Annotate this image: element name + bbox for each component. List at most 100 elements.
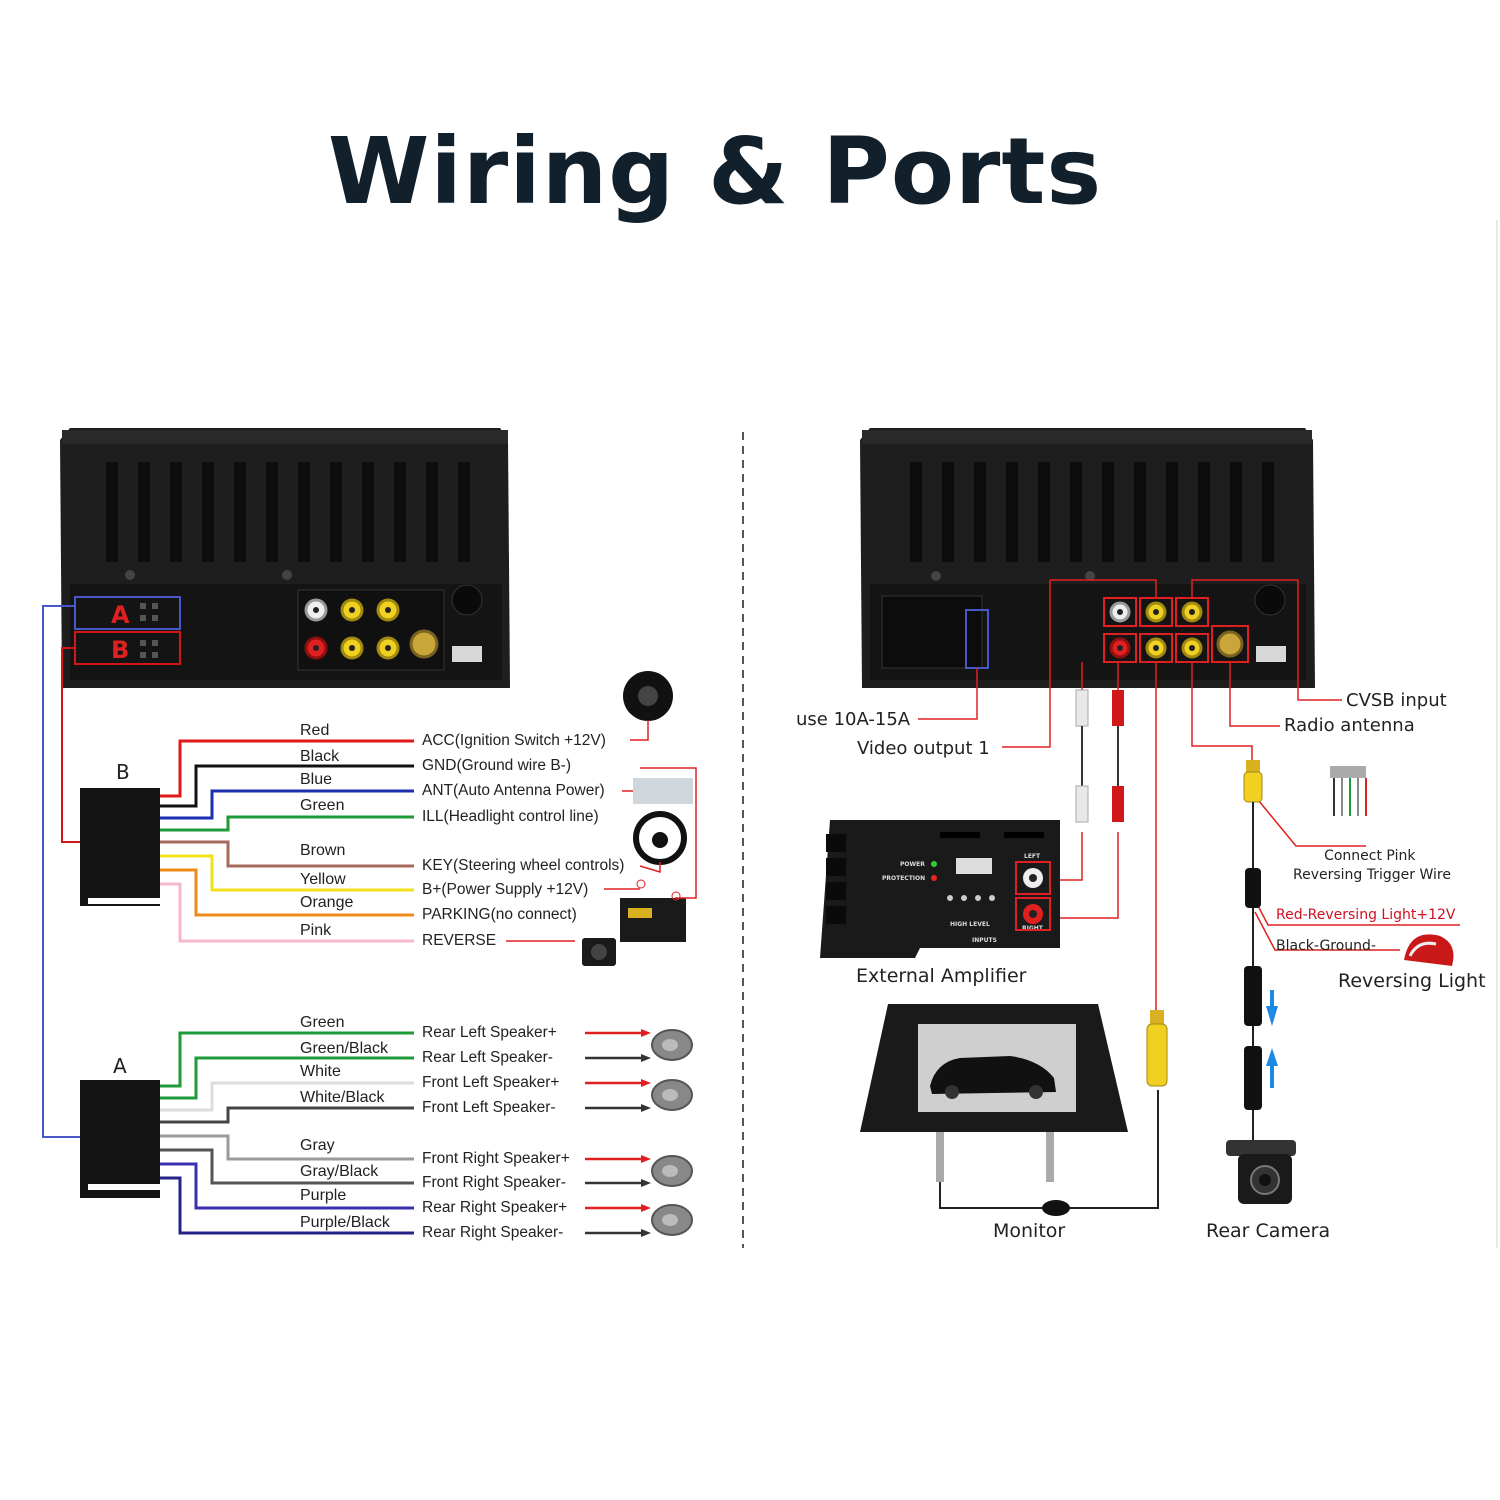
external-amplifier: POWER PROTECTION HIGH LEVEL INPUTS LEFT … bbox=[820, 820, 1060, 958]
battery-icon bbox=[604, 767, 697, 942]
amp-inputs-label: INPUTS bbox=[972, 937, 997, 944]
wire-a-color-label: Purple bbox=[300, 1187, 346, 1204]
caption-reversing-light: Reversing Light bbox=[1338, 970, 1486, 992]
harness-a: A bbox=[80, 1054, 160, 1198]
wire-b-function-label: KEY(Steering wheel controls) bbox=[422, 857, 624, 874]
wire-a-function-label: Rear Left Speaker+ bbox=[422, 1024, 557, 1041]
wire-a-function-label: Rear Left Speaker- bbox=[422, 1049, 553, 1066]
right-head-unit bbox=[860, 428, 1315, 688]
lead-b-red bbox=[61, 647, 80, 843]
callout-antenna: Radio antenna bbox=[1284, 715, 1415, 736]
connector-a-box bbox=[74, 596, 181, 630]
callout-video-out: Video output 1 bbox=[857, 738, 990, 759]
wire-b-5 bbox=[160, 840, 414, 868]
wire-a-color-label: White/Black bbox=[300, 1089, 385, 1106]
wire-b-function-label: ACC(Ignition Switch +12V) bbox=[422, 732, 606, 749]
wire-a-5 bbox=[160, 1134, 414, 1161]
wire-b-7 bbox=[160, 868, 414, 917]
left-head-unit: A B bbox=[60, 428, 510, 688]
harness-b: B bbox=[80, 760, 160, 906]
wire-a-3 bbox=[160, 1081, 414, 1112]
speaker-icons bbox=[651, 1029, 693, 1236]
wire-b-function-label: B+(Power Supply +12V) bbox=[422, 881, 588, 898]
wire-b-2 bbox=[160, 764, 414, 808]
callout-black-ground: Black-Ground- bbox=[1276, 938, 1376, 954]
camera-cable bbox=[1243, 760, 1278, 1150]
rear-camera-icon bbox=[1226, 1140, 1296, 1204]
speaker-cone-icon bbox=[662, 1039, 678, 1051]
speaker-cone-icon bbox=[662, 1089, 678, 1101]
amp-protection-label: PROTECTION bbox=[882, 875, 925, 882]
wire-a-4 bbox=[160, 1106, 414, 1124]
connector-a-label: A bbox=[111, 601, 130, 629]
wire-a-1 bbox=[160, 1031, 414, 1088]
wire-a-function-label: Front Left Speaker- bbox=[422, 1099, 556, 1116]
monitor-rca-plug bbox=[1146, 1010, 1168, 1087]
wire-b-3 bbox=[160, 789, 414, 820]
right-callout-lines bbox=[918, 579, 1460, 1010]
harness-b-label: B bbox=[116, 760, 130, 784]
arrow-head-icon bbox=[641, 1155, 651, 1163]
trigger-wire-icon bbox=[1330, 766, 1367, 816]
rca-plugs-amp bbox=[1075, 689, 1124, 823]
arrow-head-icon bbox=[641, 1079, 651, 1087]
callout-cvbs: CVSB input bbox=[1346, 690, 1447, 711]
antenna-icon bbox=[622, 778, 693, 804]
amp-power-label: POWER bbox=[900, 861, 925, 868]
wire-b-color-label: Blue bbox=[300, 771, 332, 788]
wire-b-function-label: ILL(Headlight control line) bbox=[422, 808, 599, 825]
wire-a-function-label: Rear Right Speaker- bbox=[422, 1224, 563, 1241]
callout-pink-line1: Connect Pink bbox=[1324, 848, 1416, 864]
wire-b-function-label: PARKING(no connect) bbox=[422, 906, 577, 923]
wire-a-2 bbox=[160, 1056, 414, 1100]
wire-a-color-label: Green/Black bbox=[300, 1040, 389, 1057]
amp-right-label: RIGHT bbox=[1022, 925, 1044, 932]
wire-a-color-label: Green bbox=[300, 1014, 344, 1031]
steering-wheel-icon bbox=[633, 811, 687, 874]
wire-a-function-label: Front Right Speaker- bbox=[422, 1174, 566, 1191]
left-heatsink-fins bbox=[106, 462, 470, 562]
wire-a-function-label: Front Left Speaker+ bbox=[422, 1074, 559, 1091]
left-rca-jacks bbox=[304, 598, 400, 660]
wire-a-7 bbox=[160, 1162, 414, 1210]
arrow-head-icon bbox=[641, 1229, 651, 1237]
callout-pink: Connect Pink Reversing Trigger Wire bbox=[1293, 848, 1451, 883]
wire-a-function-label: Rear Right Speaker+ bbox=[422, 1199, 567, 1216]
headrest-monitor bbox=[860, 1004, 1128, 1182]
wire-b-6 bbox=[160, 854, 414, 892]
caption-monitor: Monitor bbox=[993, 1220, 1065, 1242]
wire-b-color-label: Brown bbox=[300, 842, 345, 859]
right-heatsink-fins bbox=[910, 462, 1274, 562]
wire-b-1 bbox=[160, 739, 414, 798]
caption-camera: Rear Camera bbox=[1206, 1220, 1330, 1242]
wire-a-color-label: Gray/Black bbox=[300, 1163, 379, 1180]
speaker-cone-icon bbox=[662, 1165, 678, 1177]
wire-b-color-label: Orange bbox=[300, 894, 353, 911]
harness-a-label: A bbox=[113, 1054, 127, 1078]
callout-fuse: use 10A-15A bbox=[796, 709, 911, 730]
wire-a-color-label: Gray bbox=[300, 1137, 335, 1154]
wire-b-4 bbox=[160, 815, 414, 832]
wire-b-color-label: Red bbox=[300, 722, 329, 739]
speaker-cone-icon bbox=[662, 1214, 678, 1226]
wire-b-color-label: Pink bbox=[300, 922, 332, 939]
reverse-camera-icon bbox=[506, 938, 616, 966]
wire-a-color-label: Purple/Black bbox=[300, 1214, 391, 1231]
lead-a-blue bbox=[42, 605, 80, 1138]
reversing-light-icon bbox=[1404, 934, 1454, 966]
wire-b-function-label: ANT(Auto Antenna Power) bbox=[422, 782, 605, 799]
page-title: Wiring & Ports bbox=[327, 118, 1103, 225]
wire-b-function-label: GND(Ground wire B-) bbox=[422, 757, 571, 774]
callout-red-light: Red-Reversing Light+12V bbox=[1276, 907, 1456, 923]
amp-high-level-label: HIGH LEVEL bbox=[950, 921, 990, 928]
wire-a-function-label: Front Right Speaker+ bbox=[422, 1150, 570, 1167]
callout-pink-line2: Reversing Trigger Wire bbox=[1293, 867, 1451, 883]
connector-b-label: B bbox=[111, 636, 129, 664]
arrow-head-icon bbox=[641, 1029, 651, 1037]
amp-left-label: LEFT bbox=[1024, 853, 1041, 860]
arrow-head-icon bbox=[641, 1104, 651, 1112]
arrow-head-icon bbox=[641, 1179, 651, 1187]
